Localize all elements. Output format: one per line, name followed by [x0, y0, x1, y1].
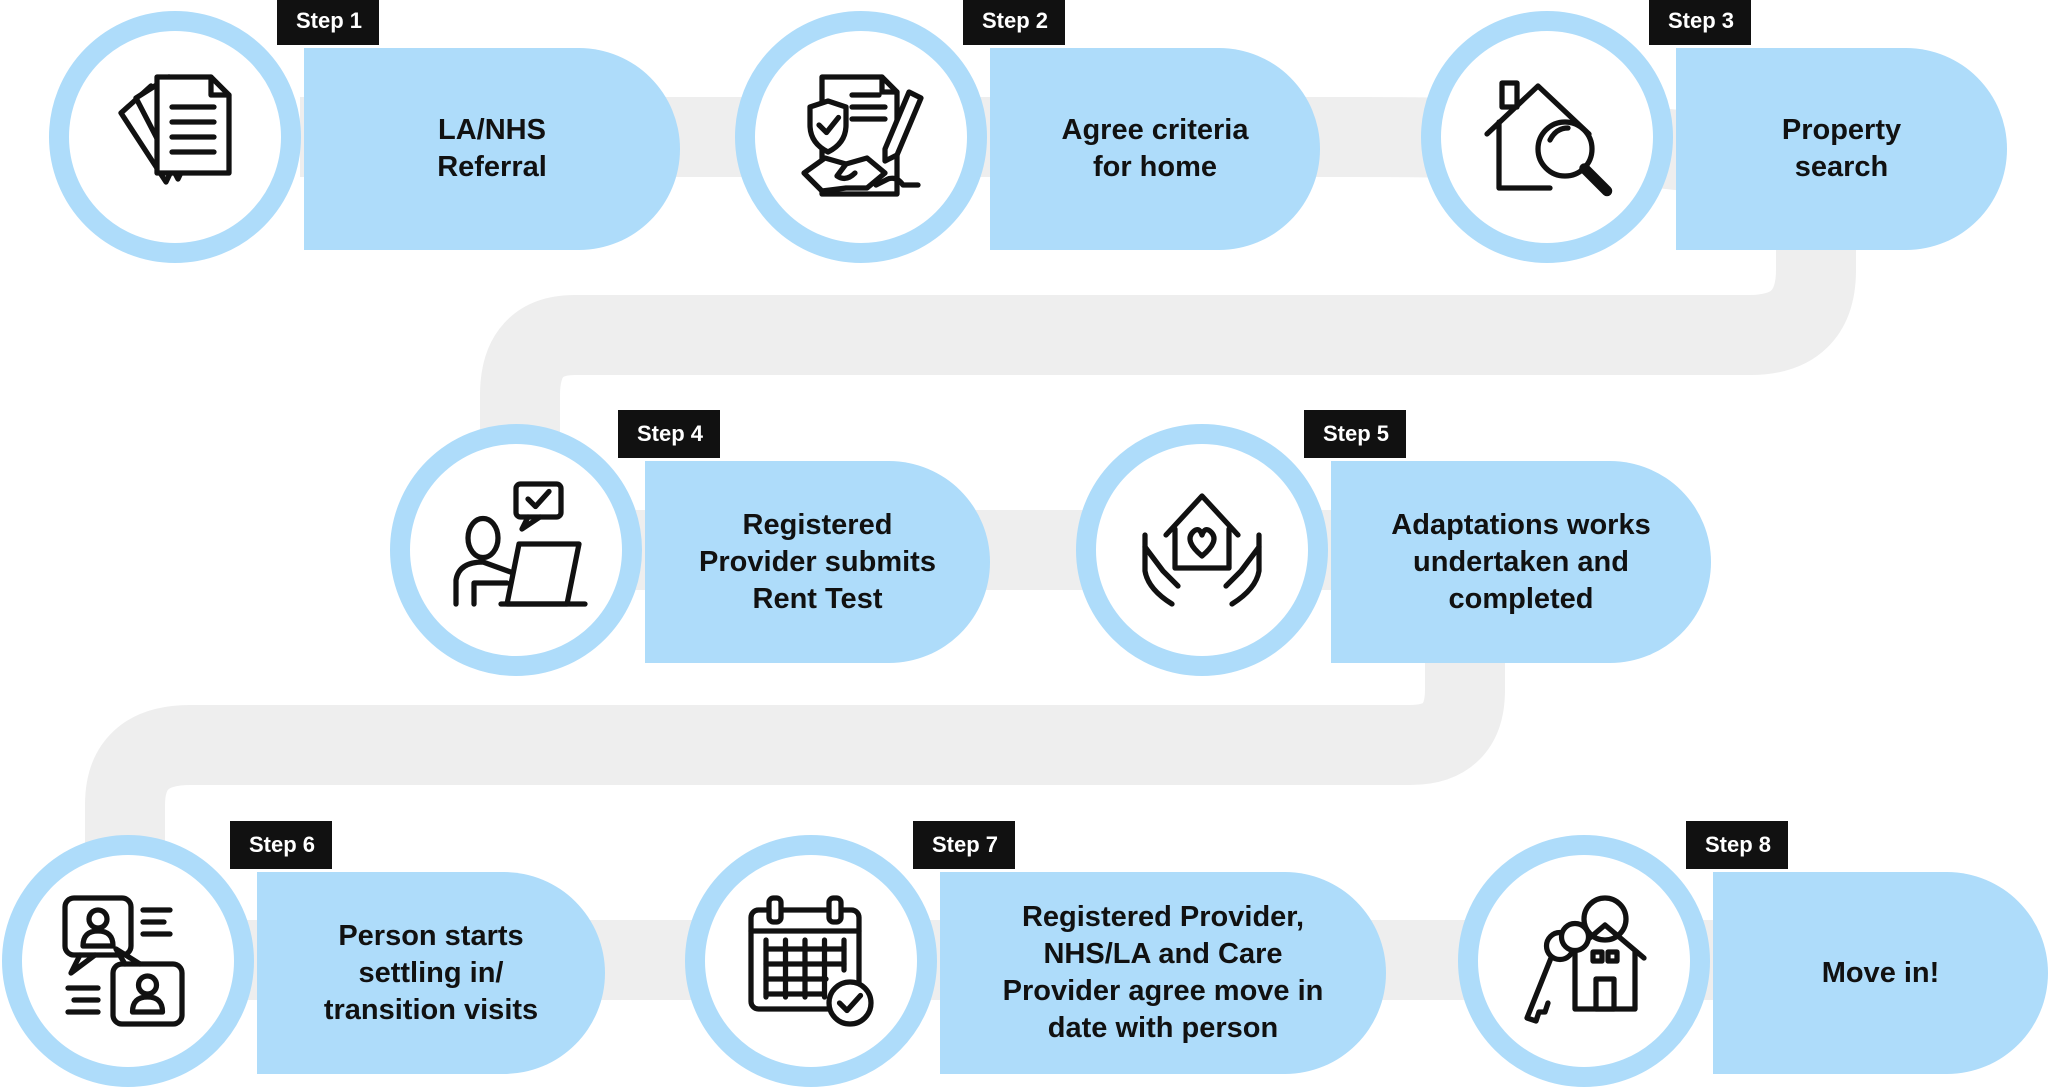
step-badge: Step 1	[277, 0, 380, 45]
step-label-line: Adaptations works	[1391, 508, 1651, 541]
step-label-lines: Property search	[1782, 112, 1901, 186]
step-icon-circle	[1076, 424, 1328, 676]
step-label-line: Rent Test	[752, 582, 883, 615]
step-label-line: Provider submits	[699, 545, 936, 578]
step-icon-circle	[685, 835, 937, 1087]
step-label-line: Property	[1781, 114, 1902, 146]
hands-house-heart-icon	[1142, 493, 1262, 607]
step-badge: Step 5	[1304, 410, 1407, 458]
step-label-line: Agree criteria	[1061, 114, 1249, 146]
step-badge: Step 4	[618, 410, 721, 458]
step-label-line: LA/NHS	[438, 114, 546, 146]
step-icon-circle	[390, 424, 642, 676]
step-label-lines: Person starts settling in/transition visi…	[324, 918, 538, 1029]
step-icon-circle	[1421, 11, 1673, 263]
person-laptop-approval-icon	[453, 481, 588, 607]
step-pill: Adaptations works undertaken and completed	[1331, 461, 1711, 663]
documents-icon	[118, 74, 232, 185]
step-label-line: search	[1794, 151, 1889, 183]
step-pill: Property search	[1676, 48, 2007, 250]
step-icon-circle	[2, 835, 254, 1087]
step-label: Agree criteria for home	[1040, 48, 1270, 250]
step-label-line: date with person	[1047, 1012, 1279, 1044]
step-label-lines: Adaptations works undertaken and completed	[1391, 507, 1650, 618]
step-label-line: Referral	[437, 151, 547, 183]
step-label-line: NHS/LA and Care	[1043, 938, 1283, 970]
step-icon-circle	[735, 11, 987, 263]
step-label-line: Person starts	[338, 919, 524, 952]
step-label-line: settling in/	[358, 956, 504, 989]
calendar-check-icon	[748, 895, 874, 1027]
step-label-line: Registered	[742, 508, 893, 541]
house-search-icon	[1484, 80, 1613, 197]
step-label: Property search	[1726, 48, 1957, 250]
step-badge: Step 6	[230, 821, 333, 869]
step-label-lines: LA/NHS Referral	[437, 112, 547, 186]
step-label: LA/NHS Referral	[354, 48, 630, 250]
step-badge: Step 3	[1649, 0, 1752, 45]
step-label-line: Registered Provider,	[1021, 901, 1305, 933]
step-label-line: undertaken and	[1413, 545, 1629, 578]
step-label: Adaptations works undertaken and completed	[1381, 461, 1661, 663]
step-label: Person starts settling in/transition visi…	[307, 872, 555, 1074]
profile-chat-icon	[62, 895, 185, 1027]
step-label-line: completed	[1448, 582, 1594, 615]
step-pill: Move in!	[1713, 872, 2048, 1074]
step-label: Move in!	[1763, 872, 1998, 1074]
step-label-lines: Agree criteria for home	[1062, 112, 1249, 186]
step-label-lines: Move in!	[1822, 955, 1940, 992]
step-pill: Agree criteria for home	[990, 48, 1320, 250]
step-icon-circle	[49, 11, 301, 263]
step-icon-circle	[1458, 835, 1710, 1087]
step-badge: Step 8	[1686, 821, 1789, 869]
step-label-line: for home	[1092, 151, 1218, 183]
step-pill: LA/NHS Referral	[304, 48, 680, 250]
step-pill: Person starts settling in/transition visi…	[257, 872, 605, 1074]
contract-handshake-icon	[801, 74, 924, 197]
step-badge: Step 7	[913, 821, 1016, 869]
step-badge: Step 2	[963, 0, 1066, 45]
step-label-line: Provider agree move in	[1002, 975, 1324, 1007]
house-keys-icon	[1524, 895, 1647, 1024]
step-label-line: transition visits	[323, 993, 539, 1026]
step-label-line: Move in!	[1821, 956, 1940, 989]
